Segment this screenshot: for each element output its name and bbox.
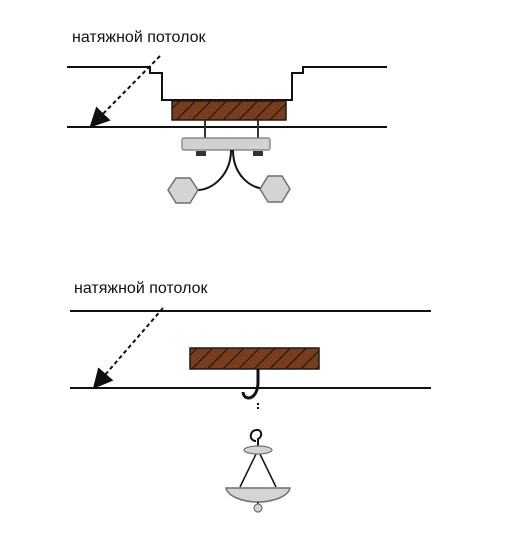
top-lamp-icon <box>167 149 291 204</box>
bottom-ceiling-label: натяжной потолок <box>74 280 209 297</box>
top-nut-right <box>253 151 263 156</box>
ceiling-hook-icon <box>241 369 260 411</box>
bottom-figure: натяжной потолок <box>70 280 431 513</box>
top-nut-left <box>196 151 206 156</box>
bottom-pendant-bulb <box>253 503 263 513</box>
top-wood-beam <box>171 100 287 121</box>
top-base-ceiling-line <box>67 66 387 101</box>
top-left-shade <box>167 177 199 204</box>
pendant-chandelier-icon <box>225 428 291 513</box>
top-ceiling-label: натяжной потолок <box>72 29 207 46</box>
bottom-shade <box>225 487 291 503</box>
top-figure: натяжной потолок <box>67 29 387 204</box>
top-pointer-arrow <box>89 55 161 128</box>
bottom-pointer-arrow <box>92 307 164 390</box>
bottom-wood-beam <box>189 347 320 370</box>
top-mounting-bracket <box>181 137 271 151</box>
top-right-shade <box>259 175 291 203</box>
